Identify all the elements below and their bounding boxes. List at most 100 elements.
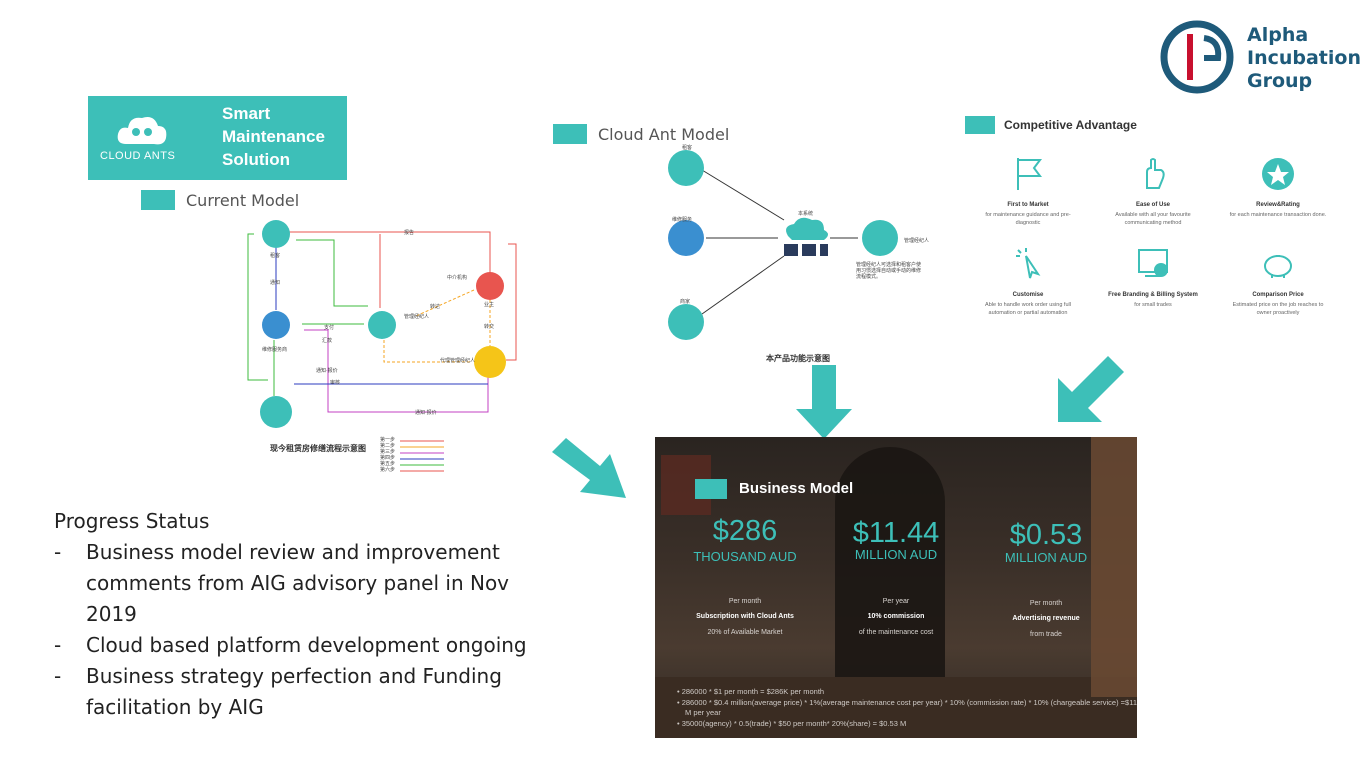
- advantage-desc: for small trades: [1134, 302, 1172, 308]
- advantage-desc: for maintenance guidance and pre-diagnos…: [985, 212, 1071, 226]
- cm-label-forward: 转交: [484, 324, 495, 330]
- legend-step-6: 第六步: [380, 467, 396, 473]
- cm-label-tenant: 租客: [270, 253, 281, 259]
- advantage-first-to-market: First to Market for maintenance guidance…: [978, 156, 1078, 227]
- legend-step-3: 第三步: [380, 449, 396, 455]
- metric-2-unit: MILLION AUD: [854, 547, 938, 562]
- hand-icon: [1146, 158, 1165, 189]
- current-model-marker: [141, 190, 175, 210]
- legend-step-4: 第四步: [380, 455, 396, 461]
- cm-label-remit: 汇款: [322, 338, 333, 344]
- bm-note-2-cont: M per year: [685, 708, 721, 717]
- progress-title: Progress Status: [54, 509, 210, 533]
- progress-item: Cloud based platform development ongoing: [54, 630, 534, 661]
- advantage-title: Ease of Use: [1135, 202, 1171, 208]
- cm-label-manager: 管理经纪人: [404, 314, 430, 320]
- advantage-desc: Available with all your favourite commun…: [1115, 212, 1191, 226]
- metric-2-period: Per year: [882, 598, 910, 605]
- progress-status: Progress Status Business model review an…: [54, 506, 534, 723]
- banner-title: Smart Maintenance Solution: [222, 102, 325, 171]
- cam-label-tenant: 租客: [682, 145, 693, 151]
- progress-item: Business model review and improvement co…: [54, 537, 534, 630]
- legend-arrows: [400, 440, 444, 472]
- metric-2-detail: of the maintenance cost: [858, 629, 934, 636]
- logo-line-1: Alpha: [1247, 24, 1309, 46]
- bm-floor: [655, 677, 1137, 738]
- flag-icon: [1017, 158, 1042, 190]
- banner-line-2: Maintenance: [222, 127, 325, 146]
- competitive-title: Competitive Advantage: [1004, 118, 1137, 132]
- arrow-down-left-icon: [1058, 356, 1124, 422]
- metric-1-period: Per month: [728, 598, 762, 605]
- cloud-model-title: Cloud Ant Model: [598, 125, 730, 144]
- bm-right-door: [1091, 437, 1137, 697]
- cam-label-system: 本系统: [798, 211, 814, 217]
- cloud-model-diagram: [668, 150, 898, 340]
- metric-2-name: 10% commission: [867, 613, 925, 620]
- competitive-marker: [965, 116, 995, 134]
- advantage-desc: Estimated price on the job reaches to ow…: [1232, 302, 1324, 316]
- cm-label-pay: 支付: [324, 325, 335, 331]
- business-model-title: Business Model: [739, 480, 854, 497]
- metric-2-value: $11.44: [852, 517, 940, 549]
- metric-3-name: Advertising revenue: [1012, 615, 1080, 622]
- bm-note-1: • 286000 * $1 per month = $286K per mont…: [677, 687, 825, 696]
- logo-wordmark: Alpha Incubation Group: [1247, 24, 1361, 93]
- banner-line-3: Solution: [222, 150, 290, 169]
- arrow-down-icon: [796, 365, 852, 439]
- metric-1-unit: THOUSAND AUD: [693, 549, 797, 564]
- advantage-title: Free Branding & Billing System: [1108, 292, 1198, 298]
- advantage-title: Review&Rating: [1256, 202, 1300, 208]
- metric-3-period: Per month: [1029, 600, 1063, 607]
- advantage-title: Customise: [1012, 292, 1044, 298]
- advantage-review-rating: Review&Rating for each maintenance trans…: [1228, 156, 1328, 219]
- banner-brand: CLOUD ANTS: [100, 150, 176, 162]
- cm-label-notify: 通知: [270, 280, 281, 286]
- cam-label-merchant: 商家: [680, 299, 691, 305]
- cm-label-owner: 业主: [484, 302, 495, 308]
- cm-label-agent-manager: 代理管理经纪人: [440, 358, 476, 364]
- legend-step-1: 第一步: [380, 437, 396, 443]
- bm-note-3: • 35000(agency) * 0.5(trade) * $50 per m…: [677, 719, 907, 728]
- aig-logo-icon: [1160, 20, 1234, 94]
- banner-line-1: Smart: [222, 104, 271, 123]
- billing-screen-icon: [1138, 249, 1168, 277]
- cursor-click-icon: [1016, 248, 1041, 279]
- cloud-ants-logo-icon: [117, 117, 167, 145]
- cloud-model-caption: 本产品功能示意图: [766, 354, 830, 363]
- star-badge-icon: [1262, 158, 1294, 190]
- metric-3-unit: MILLION AUD: [1004, 550, 1088, 565]
- current-model-title: Current Model: [186, 191, 300, 210]
- logo-line-2: Incubation: [1247, 47, 1361, 69]
- business-model-marker: [695, 479, 727, 499]
- advantage-comparison-price: Comparison Price Estimated price on the …: [1228, 246, 1328, 317]
- cm-label-agency: 中介机构: [447, 275, 468, 281]
- advantage-branding-billing: Free Branding & Billing System for small…: [1103, 246, 1203, 309]
- cm-label-service: 维修服务商: [262, 347, 288, 353]
- current-model-diagram: [247, 220, 517, 428]
- cm-label-report: 报告: [404, 230, 415, 236]
- piggy-bank-icon: [1264, 255, 1292, 278]
- arrow-down-right-icon: [552, 438, 626, 498]
- metric-1-name: Subscription with Cloud Ants: [696, 613, 794, 620]
- metric-1-detail: 20% of Available Market: [707, 629, 783, 636]
- cloud-ants-banner: CLOUD ANTS Smart Maintenance Solution: [88, 96, 347, 180]
- metric-3-value: $0.53: [1009, 519, 1083, 551]
- legend-step-5: 第五步: [380, 461, 396, 467]
- cm-label-notify-quote: 通知·报价: [316, 368, 338, 374]
- bm-note-2: • 286000 * $0.4 million(average price) *…: [677, 698, 1137, 707]
- advantage-title: Comparison Price: [1252, 292, 1304, 298]
- advantage-customise: Customise Able to handle work order usin…: [978, 246, 1078, 317]
- bm-door-arch: [835, 447, 945, 677]
- cam-note: 管理经纪人可选择和租客户使用习惯选择自动或手动的维修流程模式。: [856, 262, 922, 280]
- business-model-panel: Business Model $286 THOUSAND AUD Per mon…: [655, 437, 1137, 738]
- progress-item: Business strategy perfection and Funding…: [54, 661, 534, 723]
- cam-label-manager: 管理经纪人: [904, 238, 930, 244]
- advantage-desc: for each maintenance transaction done.: [1229, 212, 1327, 218]
- current-model-caption: 现今租赁房修缮流程示意图: [270, 444, 366, 453]
- cloud-model-marker: [553, 124, 587, 144]
- advantage-desc: Able to handle work order using full aut…: [985, 302, 1071, 316]
- advantage-title: First to Market: [1007, 202, 1049, 208]
- advantage-ease-of-use: Ease of Use Available with all your favo…: [1103, 156, 1203, 227]
- legend-step-2: 第二步: [380, 443, 396, 449]
